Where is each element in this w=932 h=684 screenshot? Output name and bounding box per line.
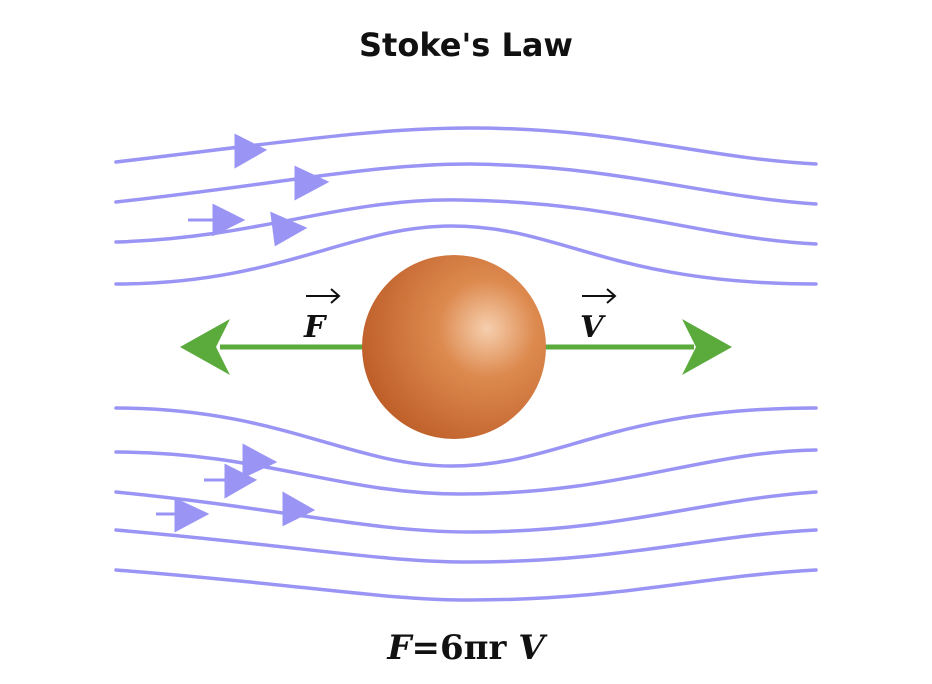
flow-arrow-icon (282, 491, 316, 527)
streamline (114, 126, 818, 166)
force-label-group: F (303, 288, 341, 345)
sphere (362, 255, 546, 439)
flow-arrow-icon (234, 133, 268, 169)
streamline (114, 224, 818, 286)
flow-arrow-icon (224, 463, 258, 499)
formula-velocity: V (518, 628, 545, 668)
vector-arrows (180, 319, 732, 375)
formula-coefficient: 6 (439, 628, 464, 668)
diagram-title: Stoke's Law (359, 26, 573, 64)
streamline (114, 448, 818, 496)
streamline (114, 198, 818, 246)
streamline (114, 162, 818, 206)
lower-streamlines (114, 406, 818, 602)
stokes-formula: F=6πr V (0, 628, 932, 668)
flow-arrow-icon (174, 497, 210, 533)
formula-equals: = (411, 628, 440, 668)
formula-radius: r (488, 628, 507, 668)
flow-arrow-icon (294, 165, 330, 201)
streamline (114, 568, 818, 602)
flow-arrow-icon (242, 443, 278, 479)
upper-streamlines (114, 126, 818, 286)
flow-arrow-icon (212, 203, 246, 237)
flow-arrow-icon (270, 211, 308, 247)
velocity-arrowhead-icon (682, 319, 732, 375)
formula-pi: π (463, 628, 489, 668)
streamline (114, 490, 818, 534)
velocity-label: V (580, 310, 606, 345)
formula-force: F (387, 628, 412, 668)
force-arrowhead-icon (180, 319, 230, 375)
velocity-label-group: V (580, 288, 617, 345)
flow-arrowheads (156, 133, 330, 533)
streamline (114, 528, 818, 564)
streamline (114, 406, 818, 468)
force-label: F (303, 310, 328, 345)
